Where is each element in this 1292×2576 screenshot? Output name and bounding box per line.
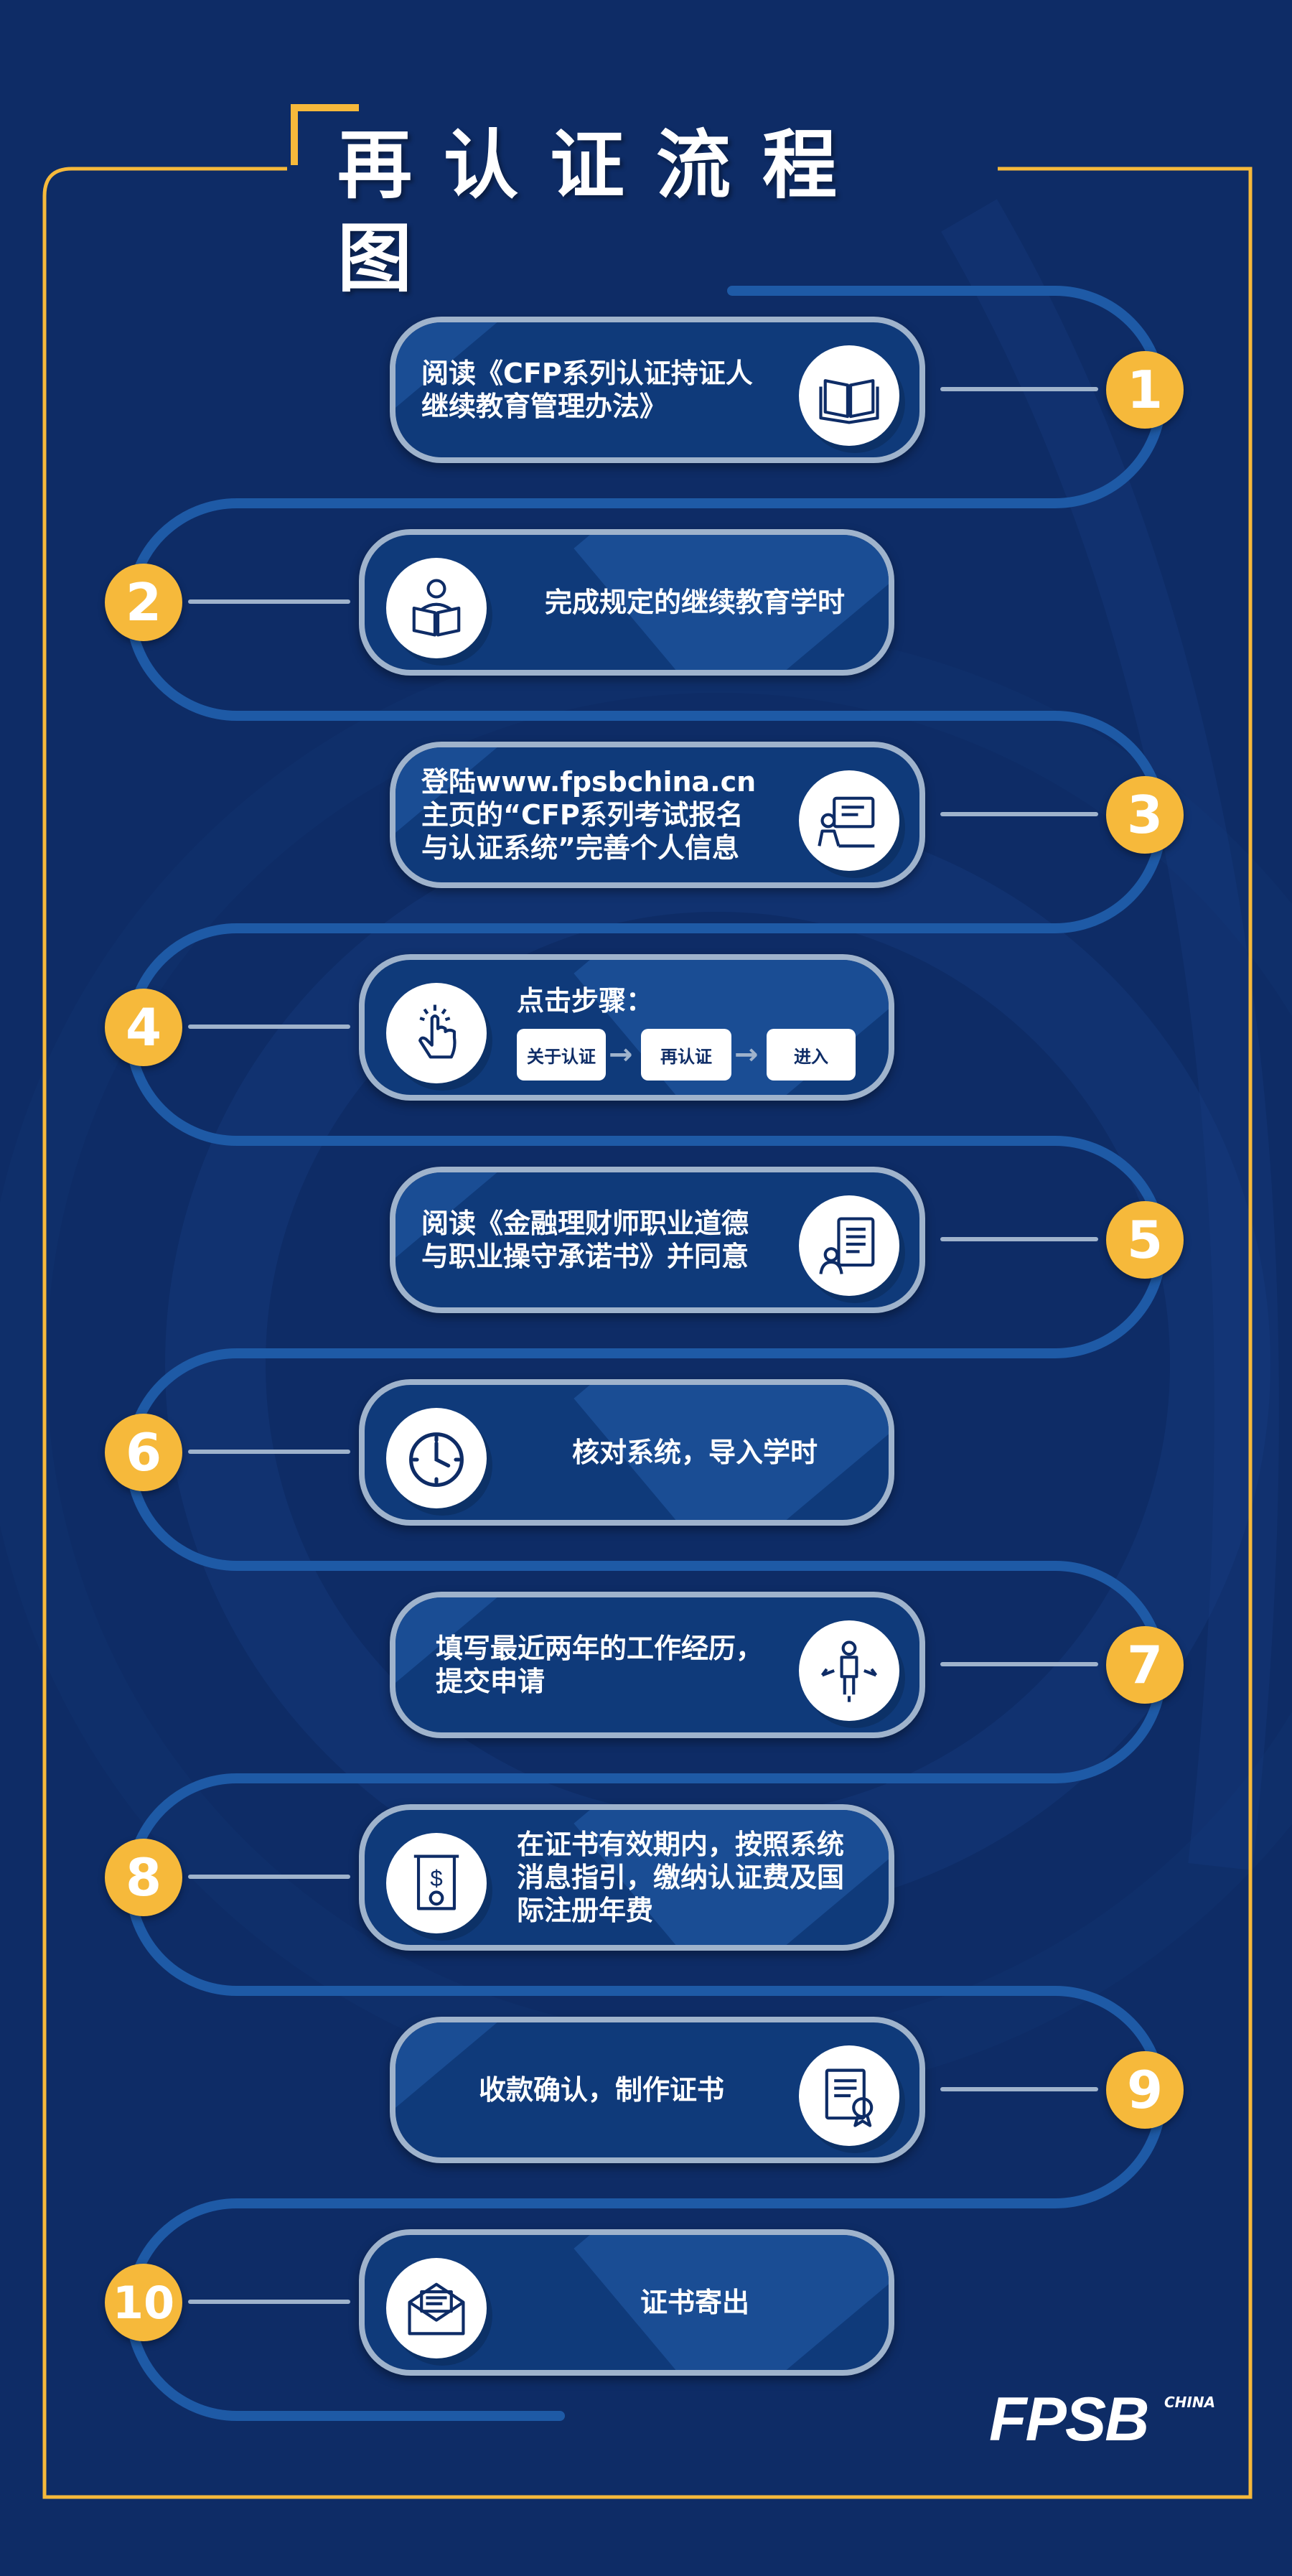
step-card-2: 完成规定的继续教育学时 (359, 529, 894, 676)
connector-8 (188, 1875, 350, 1879)
step-card-7: 填写最近两年的工作经历， 提交申请 (390, 1592, 925, 1738)
step-text-7: 填写最近两年的工作经历， 提交申请 (436, 1633, 764, 1697)
step-card-10: 证书寄出 (359, 2229, 894, 2376)
connector-6 (188, 1450, 350, 1454)
step-badge-9: 9 (1106, 2051, 1184, 2129)
step-text-1: 阅读《CFP系列认证持证人 继续教育管理办法》 (421, 358, 753, 422)
connector-4 (188, 1025, 350, 1029)
arrow-right-icon: → (609, 1038, 633, 1071)
connector-7 (940, 1662, 1098, 1666)
sub-step-about-certification: 关于认证 (517, 1029, 606, 1081)
sub-step-recertification: 再认证 (641, 1029, 731, 1081)
clock-icon (386, 1408, 487, 1508)
step-text-4: 点击步骤： (517, 985, 654, 1017)
connector-1 (940, 387, 1098, 391)
step-text-9: 收款确认，制作证书 (479, 2074, 725, 2106)
step-badge-2: 2 (105, 564, 182, 641)
fpsb-logo-china: CHINA (1164, 2394, 1216, 2411)
step-badge-1: 1 (1106, 351, 1184, 429)
computer-user-icon (799, 770, 899, 871)
tap-hand-icon (386, 983, 487, 1083)
step-card-5: 阅读《金融理财师职业道德 与职业操守承诺书》并同意 (390, 1167, 925, 1313)
step-card-9: 收款确认，制作证书 (390, 2017, 925, 2163)
certificate-icon (799, 2045, 899, 2146)
connector-9 (940, 2087, 1098, 2091)
step-badge-3: 3 (1106, 776, 1184, 854)
page-title: 再认证流程图 (337, 121, 869, 302)
connector-5 (940, 1237, 1098, 1241)
book-icon (799, 345, 899, 446)
step-text-5: 阅读《金融理财师职业道德 与职业操守承诺书》并同意 (421, 1208, 749, 1272)
connector-2 (188, 599, 350, 604)
step-card-4: 点击步骤： 关于认证 → 再认证 → 进入 (359, 954, 894, 1101)
step-text-3: 登陆www.fpsbchina.cn 主页的“CFP系列考试报名 与认证系统”完… (421, 766, 757, 864)
connector-10 (188, 2300, 350, 2304)
connector-3 (940, 812, 1098, 816)
step-badge-4: 4 (105, 989, 182, 1066)
fee-document-icon: $ (386, 1833, 487, 1933)
step-badge-6: 6 (105, 1414, 182, 1491)
step-text-2: 完成规定的继续教育学时 (544, 587, 845, 618)
step-text-10: 证书寄出 (640, 2287, 749, 2318)
step-card-6: 核对系统，导入学时 (359, 1379, 894, 1526)
document-person-icon (799, 1195, 899, 1296)
step-card-3: 登陆www.fpsbchina.cn 主页的“CFP系列考试报名 与认证系统”完… (390, 742, 925, 888)
step-card-8: $ 在证书有效期内，按照系统 消息指引，缴纳认证费及国 际注册年费 (359, 1804, 894, 1951)
step-text-8: 在证书有效期内，按照系统 消息指引，缴纳认证费及国 际注册年费 (517, 1829, 845, 1926)
envelope-icon (386, 2258, 487, 2358)
step-badge-8: 8 (105, 1839, 182, 1916)
fpsb-logo: FPSB (989, 2385, 1149, 2454)
step-card-1: 阅读《CFP系列认证持证人 继续教育管理办法》 (390, 317, 925, 463)
person-arrows-icon (799, 1620, 899, 1721)
arrow-right-icon: → (734, 1038, 759, 1071)
step-badge-5: 5 (1106, 1201, 1184, 1279)
reader-icon (386, 558, 487, 658)
svg-text:$: $ (430, 1866, 442, 1891)
step-badge-10: 10 (105, 2264, 182, 2341)
step-text-6: 核对系统，导入学时 (571, 1437, 818, 1468)
sub-step-enter: 进入 (767, 1029, 856, 1081)
step-badge-7: 7 (1106, 1626, 1184, 1704)
